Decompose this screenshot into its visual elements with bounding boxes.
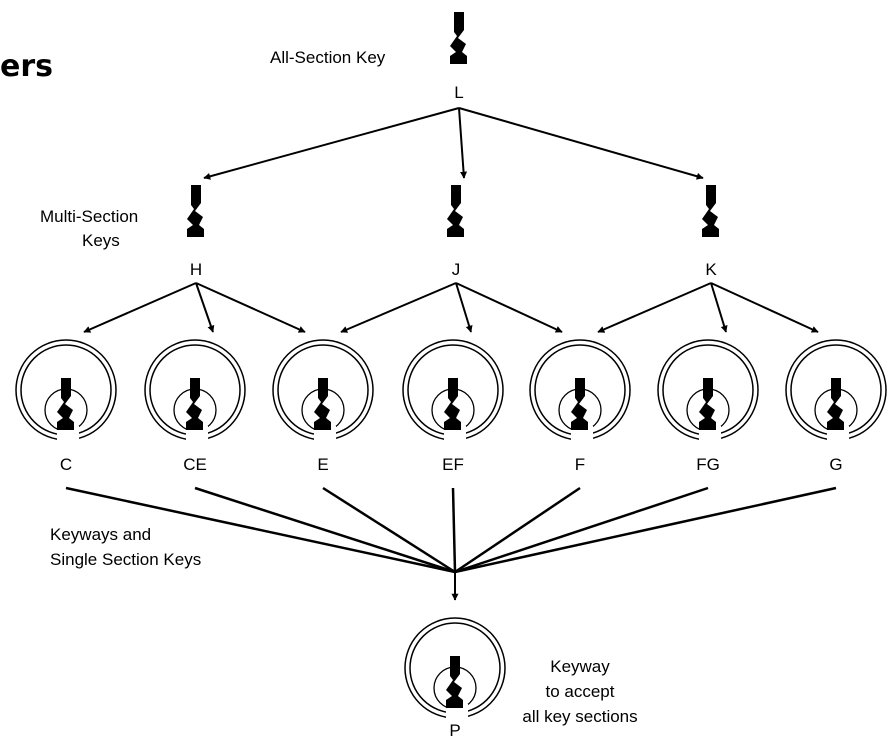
ring-notch — [57, 426, 79, 442]
keyway-key-icon — [314, 378, 331, 430]
keyway-letter: G — [829, 455, 842, 474]
ring-notch — [314, 426, 336, 442]
keyway-letter: CE — [183, 455, 207, 474]
arrow-h-to-e — [195, 282, 306, 333]
keyway-letter: F — [575, 455, 585, 474]
arrow-k-to-g — [710, 282, 819, 333]
keyway-key-icon — [186, 378, 203, 430]
ring-notch — [571, 426, 593, 442]
ring-notch — [186, 426, 208, 442]
keyway-cylinder-c — [15, 339, 117, 442]
keyway-cylinder-e — [272, 339, 374, 442]
converge-line-ef — [451, 487, 457, 573]
all-section-key-label: All-Section Key — [270, 48, 386, 67]
keyway-p-label-line2: to accept — [546, 682, 615, 701]
keyway-cylinder-fg — [657, 339, 759, 442]
converge-line-ce — [194, 486, 456, 574]
arrow-l-to-k — [458, 107, 704, 180]
keyway-key-icon — [444, 378, 461, 430]
keyway-cylinder-ef — [402, 339, 504, 442]
arrow-j-to-ef — [455, 282, 473, 333]
keyway-cylinder-f — [529, 339, 631, 442]
keyway-letter: EF — [442, 455, 464, 474]
keyway-key-icon — [57, 378, 74, 430]
keyway-letter: E — [317, 455, 328, 474]
multi-section-key-letter: K — [705, 260, 717, 279]
multi-section-key-icon-h — [187, 185, 204, 237]
multi-section-key-letter: J — [452, 260, 461, 279]
arrow-l-to-h — [203, 107, 460, 180]
master-keyway-letter: P — [449, 721, 460, 740]
arrow-k-to-f — [597, 282, 712, 333]
keyway-p-label-line1: Keyway — [550, 657, 610, 676]
arrow-h-to-ce — [195, 282, 215, 333]
arrow-l-to-j — [458, 107, 468, 179]
page-title-fragment: ers — [0, 49, 53, 84]
keyway-key-icon — [699, 378, 716, 430]
keyway-letter: C — [60, 455, 72, 474]
keyway-key-icon — [446, 656, 463, 708]
multi-section-key-icon-j — [447, 185, 464, 237]
master-keyway-cylinder-p — [404, 617, 506, 720]
keyways-label-line1: Keyways and — [50, 525, 151, 544]
converge-line-c — [65, 486, 456, 574]
keyway-cylinder-ce — [144, 339, 246, 442]
ring-notch — [827, 426, 849, 442]
keyways-label-line2: Single Section Keys — [50, 550, 201, 569]
ring-notch — [699, 426, 721, 442]
arrow-j-to-f — [455, 282, 563, 333]
ring-notch — [446, 704, 468, 720]
converge-line-e — [322, 486, 456, 574]
keyway-key-icon — [571, 378, 588, 430]
keyway-letter: FG — [696, 455, 720, 474]
converge-line-fg — [454, 486, 709, 574]
arrow-j-to-e — [340, 282, 457, 333]
all-section-key-icon — [450, 12, 467, 64]
keyway-p-label-line3: all key sections — [522, 707, 637, 726]
multi-section-keys-label-line2: Keys — [82, 231, 120, 250]
converge-line-f — [454, 486, 581, 574]
multi-section-key-icon-k — [702, 185, 719, 237]
keyway-key-icon — [827, 378, 844, 430]
multi-section-keys-label-line1: Multi-Section — [40, 207, 138, 226]
multi-section-key-letter: H — [190, 260, 202, 279]
converge-line-g — [454, 486, 837, 574]
keyway-cylinder-g — [785, 339, 887, 442]
arrow-h-to-c — [83, 282, 197, 333]
arrow-k-to-fg — [710, 282, 728, 333]
ring-notch — [444, 426, 466, 442]
all-section-key-letter: L — [454, 83, 463, 102]
